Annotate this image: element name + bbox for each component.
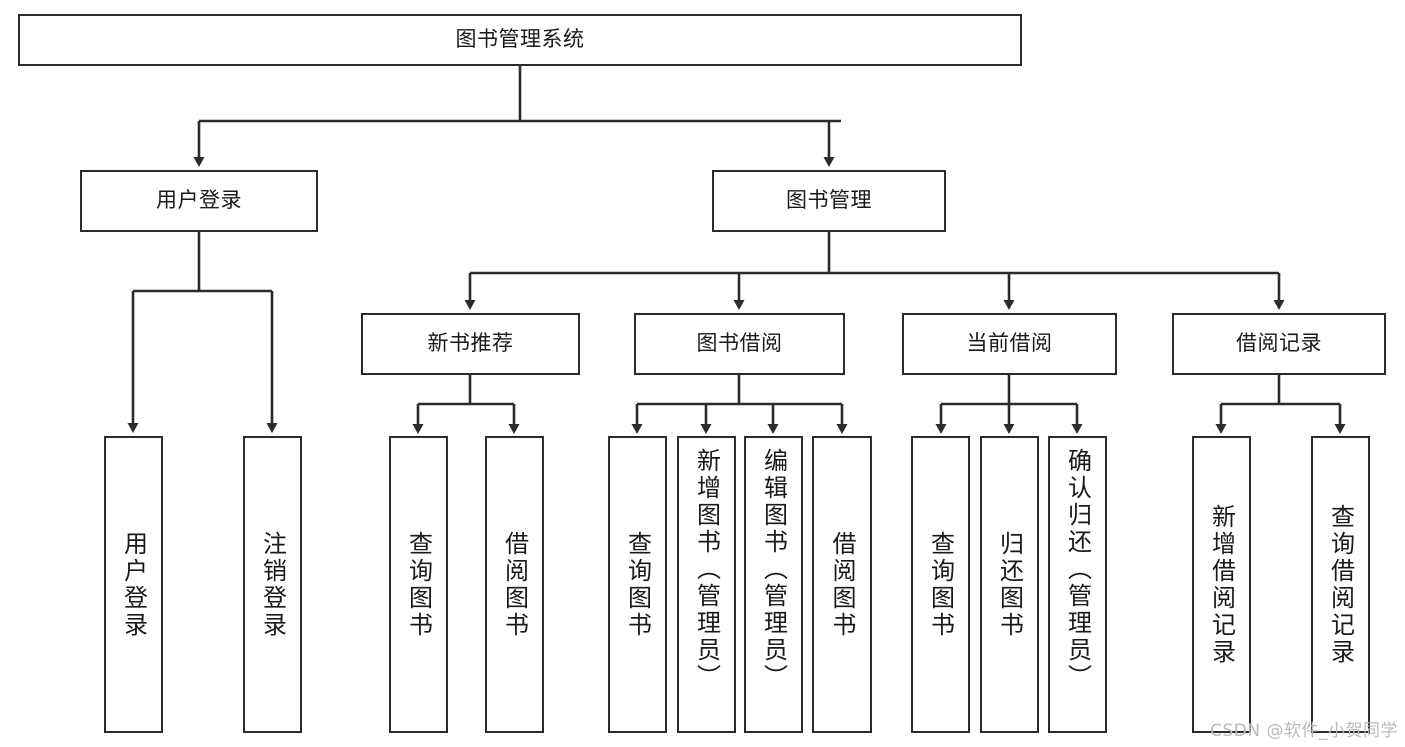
node-borrow-record-label: 借阅记录 bbox=[1236, 331, 1322, 356]
leaf-borrow-add-book-label: 新增图书（管理员） bbox=[692, 448, 721, 691]
leaf-new-book-borrow-label: 借阅图书 bbox=[500, 530, 529, 639]
leaf-user-login-login-label: 用户登录 bbox=[119, 530, 148, 639]
node-borrow-record[interactable]: 借阅记录 bbox=[1172, 313, 1386, 375]
leaf-borrow-edit-book[interactable]: 编辑图书（管理员） bbox=[744, 436, 803, 733]
leaf-record-add-record[interactable]: 新增借阅记录 bbox=[1192, 436, 1251, 733]
leaf-user-login-logout-label: 注销登录 bbox=[258, 530, 287, 639]
node-current-borrow-label: 当前借阅 bbox=[966, 331, 1053, 356]
node-new-book-recommend-label: 新书推荐 bbox=[427, 331, 514, 356]
node-book-management-label: 图书管理 bbox=[786, 188, 872, 213]
leaf-current-confirm-return[interactable]: 确认归还（管理员） bbox=[1048, 436, 1107, 733]
leaf-record-query-record-label: 查询借阅记录 bbox=[1326, 503, 1355, 666]
leaf-record-query-record[interactable]: 查询借阅记录 bbox=[1311, 436, 1370, 733]
node-root-label: 图书管理系统 bbox=[455, 27, 585, 52]
leaf-user-login-login[interactable]: 用户登录 bbox=[104, 436, 163, 733]
leaf-current-query-book[interactable]: 查询图书 bbox=[911, 436, 970, 733]
leaf-borrow-borrow-book-label: 借阅图书 bbox=[828, 530, 856, 639]
leaf-current-confirm-return-label: 确认归还（管理员） bbox=[1063, 448, 1092, 691]
node-current-borrow[interactable]: 当前借阅 bbox=[902, 313, 1117, 375]
leaf-new-book-query[interactable]: 查询图书 bbox=[389, 436, 448, 733]
leaf-borrow-add-book[interactable]: 新增图书（管理员） bbox=[677, 436, 736, 733]
node-book-borrow[interactable]: 图书借阅 bbox=[634, 313, 845, 375]
node-root[interactable]: 图书管理系统 bbox=[18, 14, 1022, 66]
leaf-current-return-book-label: 归还图书 bbox=[995, 530, 1024, 639]
node-book-borrow-label: 图书借阅 bbox=[696, 331, 783, 356]
leaf-user-login-logout[interactable]: 注销登录 bbox=[243, 436, 302, 733]
leaf-current-return-book[interactable]: 归还图书 bbox=[980, 436, 1039, 733]
leaf-new-book-query-label: 查询图书 bbox=[404, 530, 433, 639]
node-new-book-recommend[interactable]: 新书推荐 bbox=[361, 313, 580, 375]
leaf-new-book-borrow[interactable]: 借阅图书 bbox=[485, 436, 544, 733]
leaf-record-add-record-label: 新增借阅记录 bbox=[1207, 503, 1236, 666]
leaf-borrow-edit-book-label: 编辑图书（管理员） bbox=[759, 448, 788, 691]
leaf-borrow-query-book[interactable]: 查询图书 bbox=[608, 436, 667, 733]
leaf-borrow-borrow-book[interactable]: 借阅图书 bbox=[812, 436, 872, 733]
node-user-login[interactable]: 用户登录 bbox=[80, 170, 318, 232]
node-book-management[interactable]: 图书管理 bbox=[712, 170, 946, 232]
leaf-borrow-query-book-label: 查询图书 bbox=[623, 530, 652, 639]
node-user-login-label: 用户登录 bbox=[156, 188, 242, 213]
leaf-current-query-book-label: 查询图书 bbox=[926, 530, 955, 639]
